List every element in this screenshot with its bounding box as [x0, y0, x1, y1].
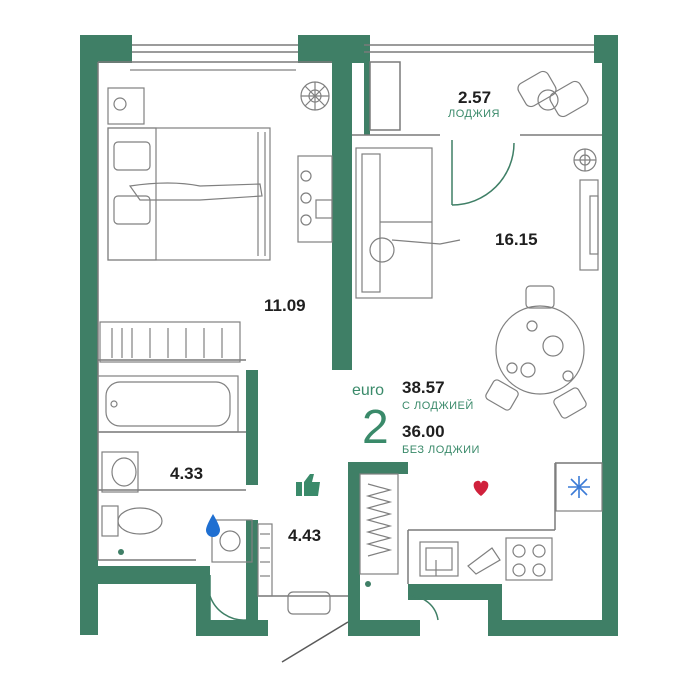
fridge — [555, 462, 603, 512]
room-area-hall: 4.43 — [288, 526, 322, 545]
outer-wall-bottom-right2 — [488, 620, 618, 636]
area-with-loggia: 38.57 — [402, 378, 445, 397]
outer-wall-right — [602, 35, 618, 635]
room-area-bedroom: 11.09 — [264, 296, 306, 315]
washing-machine — [211, 519, 253, 563]
hall-wardrobe — [359, 473, 399, 575]
bedroom-cabinet — [107, 87, 145, 125]
thumbs-up-icon — [296, 474, 320, 496]
partition-bedroom-living — [332, 35, 352, 370]
bathroom-sink — [101, 451, 139, 493]
marker-dot-bath — [118, 549, 124, 555]
apartment-type-label: euro — [352, 382, 385, 399]
entry-door-leaf — [281, 621, 349, 663]
room-area-loggia: 2.57 — [458, 88, 492, 107]
outer-wall-bottom-left — [80, 566, 196, 584]
plant-icon-bedroom — [300, 81, 330, 111]
outer-wall-top-left — [80, 35, 132, 63]
partition-bath-right — [246, 370, 258, 485]
sofa — [355, 147, 461, 299]
thin-lines — [97, 44, 602, 663]
wardrobe — [99, 321, 241, 363]
dining-table — [485, 285, 587, 419]
room-label-loggia: ЛОДЖИЯ — [448, 108, 500, 120]
loggia-door-arc — [451, 142, 515, 206]
loggia-wall-left — [364, 35, 370, 135]
toilet — [101, 505, 163, 537]
plant-icon-living — [573, 148, 597, 172]
furniture — [97, 69, 603, 615]
heart-icon — [473, 480, 489, 496]
water-drop-icon — [206, 514, 220, 537]
partition-hall-right-v — [348, 462, 360, 622]
walls — [80, 35, 618, 636]
hall-shoe-rack — [257, 523, 273, 597]
marker-dot-hall — [365, 581, 371, 587]
outer-wall-bottom-bath — [196, 566, 210, 636]
outer-wall-bottom-bath2 — [196, 620, 268, 636]
area-without-loggia: 36.00 — [402, 422, 445, 441]
area-without-loggia-label: БЕЗ ЛОДЖИИ — [402, 444, 480, 456]
cutting-board — [467, 547, 501, 575]
snowflake-icon — [568, 476, 590, 498]
rooms-count: 2 — [362, 401, 389, 454]
bed — [107, 127, 271, 261]
room-area-bathroom: 4.33 — [170, 464, 204, 483]
room-area-living: 16.15 — [495, 230, 538, 249]
partition-hall-right — [348, 462, 408, 474]
desk — [297, 155, 333, 243]
outer-wall-bottom-kitchen — [408, 584, 488, 600]
partition-bath-right2 — [246, 520, 258, 620]
hall-rug — [287, 591, 331, 615]
outer-wall-left — [80, 35, 98, 635]
stove — [505, 537, 553, 581]
bathtub — [97, 375, 239, 433]
area-with-loggia-label: С ЛОДЖИЕЙ — [402, 400, 474, 412]
loggia-chairs — [517, 70, 589, 118]
outer-wall-bottom-hall — [348, 620, 420, 636]
tv-unit — [579, 179, 599, 271]
loggia-closet — [369, 61, 401, 131]
outer-wall-top-mid — [298, 35, 364, 63]
kitchen-sink — [419, 541, 459, 577]
